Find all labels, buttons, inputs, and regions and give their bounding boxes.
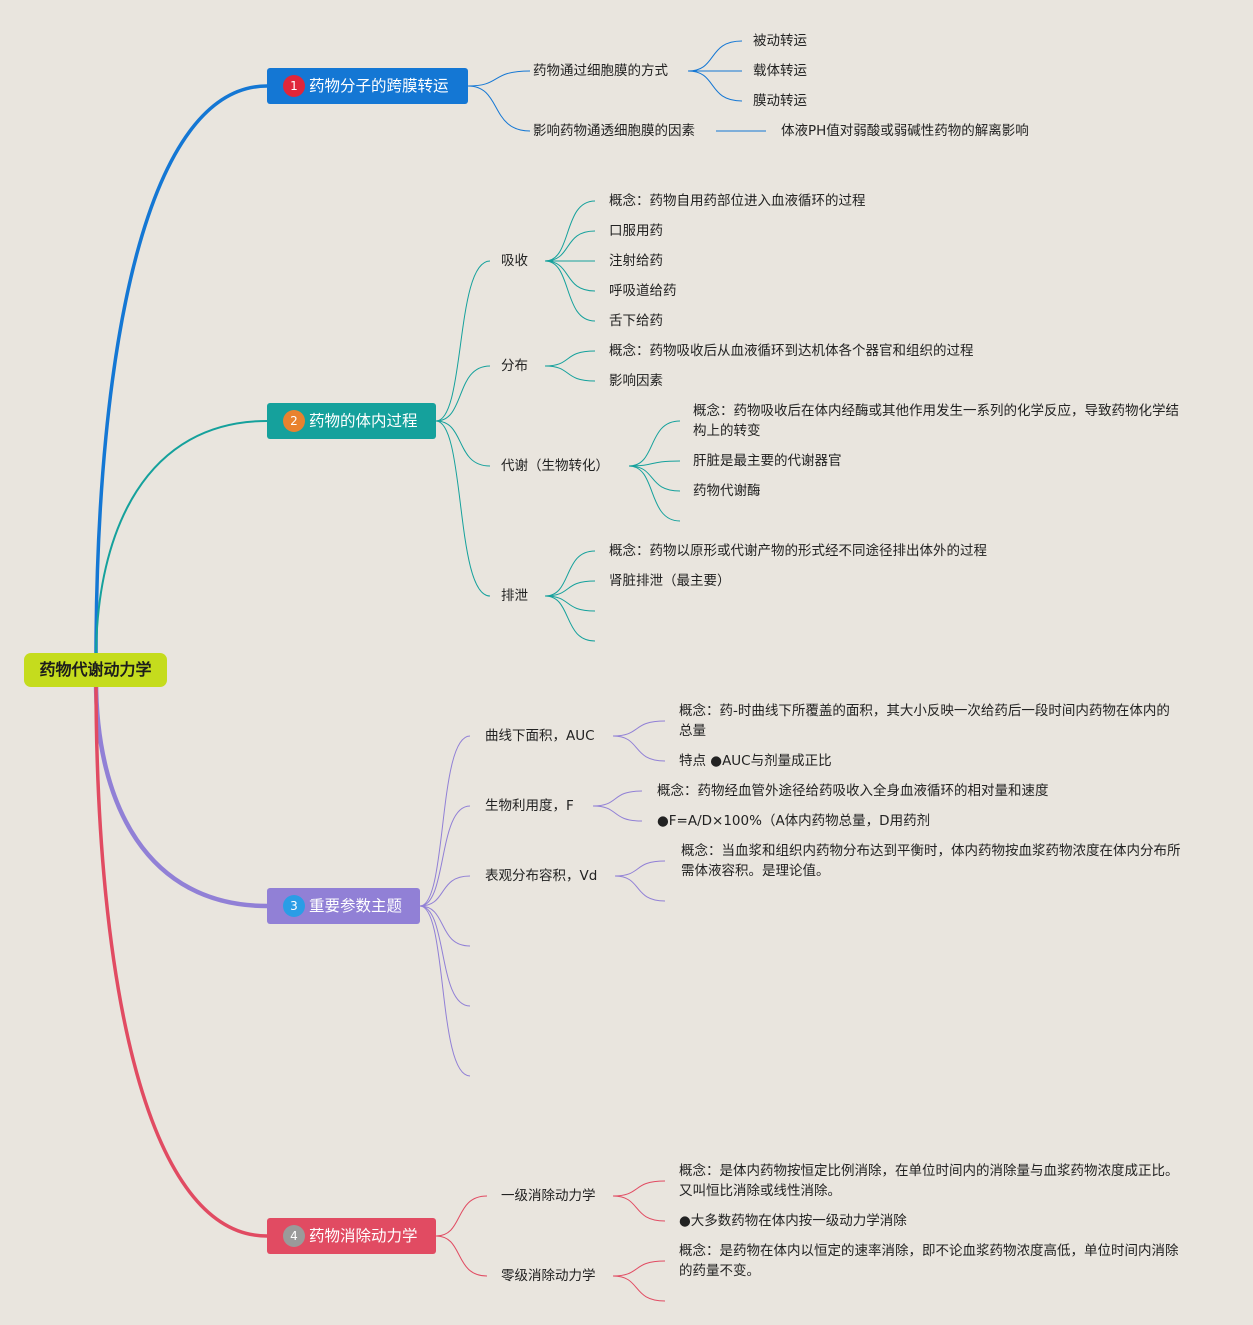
branch-topic1: [467, 85, 531, 132]
leaf-sublingual[interactable]: 舌下给药: [609, 313, 663, 329]
branch-topic2: [435, 420, 491, 597]
branch-first-order: [612, 1180, 666, 1197]
branch-topic3: [419, 905, 471, 947]
branch-absorption: [544, 260, 596, 322]
leaf-ph-effect[interactable]: 体液PH值对弱酸或弱碱性药物的解离影响: [781, 123, 1029, 139]
branch-absorption: [544, 230, 596, 262]
leaf-liver-main-organ[interactable]: 肝脏是最主要的代谢器官: [693, 453, 842, 469]
branch-excretion: [544, 595, 596, 612]
branch-vd: [614, 860, 666, 877]
leaf-injection[interactable]: 注射给药: [609, 253, 663, 269]
leaf-absorption-concept[interactable]: 概念：药物自用药部位进入血液循环的过程: [609, 193, 866, 209]
leaf-membrane-transport[interactable]: 膜动转运: [753, 93, 807, 109]
leaf-first-order-concept[interactable]: 概念：是体内药物按恒定比例消除，在单位时间内的消除量与血浆药物浓度成正比。又叫恒…: [679, 1163, 1179, 1199]
leaf-auc-feature[interactable]: 特点 ●AUC与剂量成正比: [679, 753, 832, 769]
leaf-metabolism-concept[interactable]: 概念：药物吸收后在体内经酶或其他作用发生一系列的化学反应，导致药物化学结构上的转…: [693, 403, 1179, 439]
leaf-bioavailability-formula[interactable]: ●F=A/D×100%（A体内药物总量，D用药剂: [657, 813, 931, 829]
main-branch-2: [95, 420, 268, 661]
branch-zero-order: [612, 1260, 666, 1277]
subtopic-auc[interactable]: 曲线下面积，AUC: [485, 728, 595, 744]
branch-topic1: [467, 70, 531, 87]
branch-zero-order: [612, 1275, 666, 1302]
topic-label: 重要参数主题: [309, 897, 403, 915]
branch-absorption: [544, 260, 596, 292]
subtopic-zero-order[interactable]: 零级消除动力学: [501, 1268, 596, 1284]
leaf-respiratory[interactable]: 呼吸道给药: [609, 283, 677, 299]
branch-metabolism: [628, 460, 681, 467]
branch-auc: [612, 735, 666, 762]
branch-first-order: [612, 1195, 666, 1222]
topic-label: 药物分子的跨膜转运: [309, 77, 449, 95]
leaf-renal-excretion[interactable]: 肾脏排泄（最主要）: [609, 573, 731, 589]
branch-metabolism: [628, 465, 681, 522]
branch-bioavailability: [592, 805, 643, 822]
leaf-metabolic-enzymes[interactable]: 药物代谢酶: [693, 483, 761, 499]
branch-excretion: [544, 550, 596, 597]
branch-topic3: [419, 735, 471, 907]
branch-metabolism: [628, 465, 681, 492]
branch-membrane-ways: [687, 70, 743, 102]
branch-vd: [614, 875, 666, 902]
topic-label: 药物消除动力学: [309, 1227, 418, 1245]
branch-topic4: [435, 1235, 488, 1277]
root-node[interactable]: 药物代谢动力学: [24, 653, 167, 687]
leaf-auc-concept[interactable]: 概念：药-时曲线下所覆盖的面积，其大小反映一次给药后一段时间内药物在体内的总量: [679, 703, 1170, 739]
branch-distribution: [544, 365, 596, 382]
number-badge-3: 3: [283, 895, 305, 917]
topic-in-vivo-process[interactable]: 2 药物的体内过程: [267, 403, 436, 439]
subtopic-excretion[interactable]: 排泄: [501, 588, 528, 604]
branch-topic2: [435, 420, 491, 467]
subtopic-volume-of-distribution[interactable]: 表观分布容积，Vd: [485, 868, 598, 884]
leaf-bioavailability-concept[interactable]: 概念：药物经血管外途径给药吸收入全身血液循环的相对量和速度: [657, 783, 1049, 799]
branch-topic3: [419, 905, 471, 1007]
subtopic-metabolism[interactable]: 代谢（生物转化）: [501, 458, 609, 474]
main-branch-3: [93, 679, 268, 909]
subtopic-membrane-ways[interactable]: 药物通过细胞膜的方式: [533, 63, 668, 79]
branch-topic3: [419, 905, 471, 1077]
leaf-distribution-concept[interactable]: 概念：药物吸收后从血液循环到达机体各个器官和组织的过程: [609, 343, 974, 359]
leaf-influencing-factors[interactable]: 影响因素: [609, 373, 663, 389]
branch-topic3: [419, 805, 471, 907]
topic-key-parameters[interactable]: 3 重要参数主题: [267, 888, 420, 924]
branch-topic4: [435, 1195, 488, 1237]
leaf-oral-administration[interactable]: 口服用药: [609, 223, 663, 239]
leaf-excretion-concept[interactable]: 概念：药物以原形或代谢产物的形式经不同途径排出体外的过程: [609, 543, 987, 559]
branch-auc: [612, 720, 666, 737]
branch-topic3: [419, 875, 471, 907]
subtopic-distribution[interactable]: 分布: [501, 358, 528, 374]
branch-excretion: [544, 580, 596, 597]
subtopic-permeability-factors[interactable]: 影响药物通透细胞膜的因素: [533, 123, 695, 139]
topic-label: 药物的体内过程: [309, 412, 418, 430]
branch-distribution: [544, 350, 596, 367]
leaf-vd-concept[interactable]: 概念：当血浆和组织内药物分布达到平衡时，体内药物按血浆药物浓度在体内分布所需体液…: [681, 843, 1181, 879]
topic-elimination-kinetics[interactable]: 4 药物消除动力学: [267, 1218, 436, 1254]
branch-excretion: [544, 595, 596, 642]
subtopic-absorption[interactable]: 吸收: [501, 253, 528, 269]
branch-membrane-ways: [687, 40, 743, 72]
leaf-zero-order-concept[interactable]: 概念：是药物在体内以恒定的速率消除，即不论血浆药物浓度高低，单位时间内消除的药量…: [679, 1243, 1179, 1279]
subtopic-bioavailability[interactable]: 生物利用度，F: [485, 798, 574, 814]
main-branch-4: [94, 679, 268, 1238]
subtopic-first-order[interactable]: 一级消除动力学: [501, 1188, 596, 1204]
branch-absorption: [544, 200, 596, 262]
branch-metabolism: [628, 420, 681, 467]
topic-transmembrane-transport[interactable]: 1 药物分子的跨膜转运: [267, 68, 468, 104]
main-branch-1: [94, 84, 268, 661]
leaf-passive-transport[interactable]: 被动转运: [753, 33, 807, 49]
branch-bioavailability: [592, 790, 643, 807]
number-badge-1: 1: [283, 75, 305, 97]
number-badge-2: 2: [283, 410, 305, 432]
branch-topic2: [435, 260, 491, 422]
number-badge-4: 4: [283, 1225, 305, 1247]
leaf-carrier-transport[interactable]: 载体转运: [753, 63, 807, 79]
branch-topic2: [435, 365, 491, 422]
leaf-most-drugs-first-order[interactable]: ●大多数药物在体内按一级动力学消除: [679, 1213, 907, 1229]
